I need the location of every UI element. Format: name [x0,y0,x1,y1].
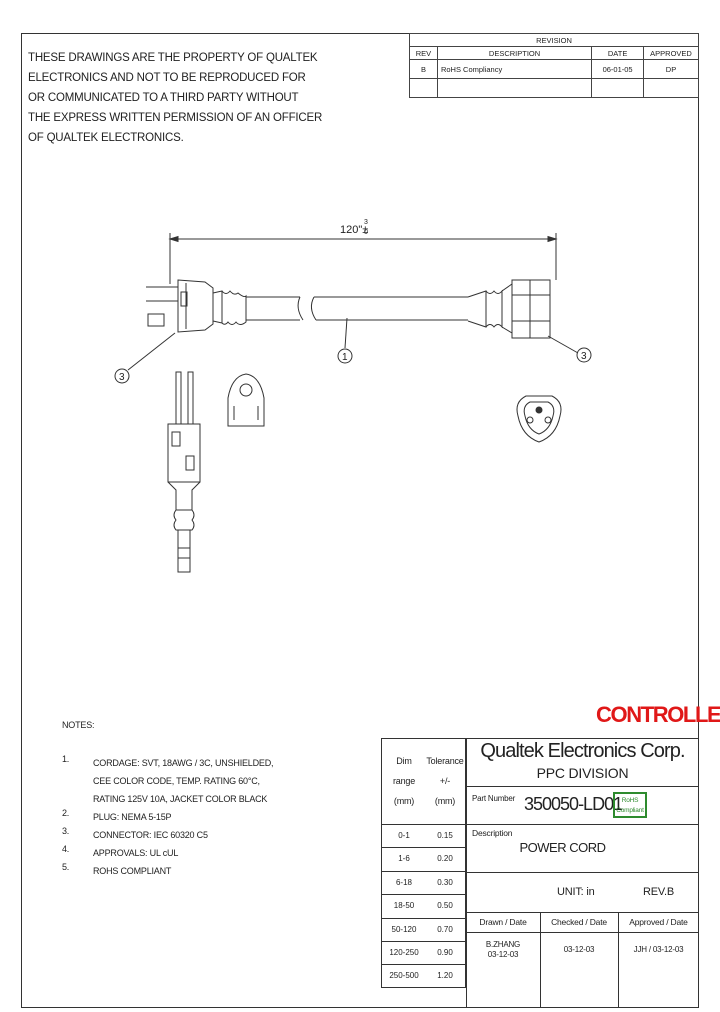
tolerance-row: 120-250 0.90 [381,941,466,965]
tol-header-dim: Dim [396,756,412,766]
part-number: 350050-LD01 [524,794,623,814]
length-dimension: 120"± [340,224,368,236]
tolerance-range: 18-50 [393,901,415,911]
rev-cell-description [436,78,593,98]
tolerance-value: 1.20 [437,971,453,981]
plug-side-view [146,279,468,333]
division-name: PPC DIVISION [536,765,629,781]
tolerance-value: 0.30 [437,877,453,887]
note-number: 4. [62,844,70,854]
drawn-label: Drawn / Date [479,917,527,927]
tolerance-range: 0-1 [398,831,410,840]
notice-line: ELECTRONICS AND NOT TO BE REPRODUCED FOR [28,72,306,84]
revision-row [409,78,699,98]
note-text: APPROVALS: UL cUL [93,848,179,858]
drawn-date: 03-12-03 [487,950,519,959]
approved-label: Approved / Date [629,917,688,927]
tol-header-unit: (mm) [393,796,415,806]
revision-label: REV.B [643,886,675,898]
callout-label: 1 [342,352,348,363]
notice-line: OR COMMUNICATED TO A THIRD PARTY WITHOUT [28,92,299,104]
tol-header-tolerance: Tolerance [426,756,464,766]
rohs-badge-line: RoHS [621,797,639,804]
tol-header-unit: (mm) [434,796,456,806]
note-number: 5. [62,862,70,872]
plug-end-view [227,373,265,427]
note-number: 1. [62,754,70,764]
description-value: POWER CORD [519,840,607,855]
callout-bubble [337,348,353,364]
tolerance-range: 6-18 [395,877,412,887]
tolerance-range: 250-500 [389,971,419,981]
drawn-by: B.ZHANG [485,940,521,949]
length-tol-minus: 0 [364,229,368,236]
note-text: CEE COLOR CODE, TEMP. RATING 60°C, [93,776,260,786]
tolerance-value: 0.20 [437,854,453,864]
callout-label: 3 [119,372,125,383]
tolerance-range: 1-6 [398,854,410,864]
rohs-badge-line: Compliant [616,807,644,814]
checked-value: 03-12-03 [563,945,595,954]
notice-line: THE EXPRESS WRITTEN PERMISSION OF AN OFF… [28,112,323,124]
description-label: Description [472,828,513,838]
rohs-compliant-badge: RoHS Compliant [613,792,647,818]
note-text: CONNECTOR: IEC 60320 C5 [93,830,208,840]
tolerance-value: 0.70 [437,924,453,934]
property-notice: THESE DRAWINGS ARE THE PROPERTY OF QUALT… [28,48,322,148]
length-tol-plus: 3 [364,219,368,226]
notice-line: OF QUALTEK ELECTRONICS. [28,132,184,144]
tolerance-range: 120-250 [389,948,419,957]
note-text: PLUG: NEMA 5-15P [93,812,172,822]
connector-side-view [467,279,551,339]
note-number: 3. [62,826,70,836]
part-number-label: Part Number [472,794,516,803]
connector-face-view [516,395,562,443]
revision-table: REVISION REV DESCRIPTION DATE APPROVED B… [409,33,699,98]
plug-front-view [167,371,201,573]
tolerance-row: 250-500 1.20 [381,964,466,988]
callout-bubble [576,347,592,363]
approved-value: JJH / 03-12-03 [633,945,684,954]
tolerance-value: 0.90 [437,948,453,957]
tolerance-row: 1-6 0.20 [381,847,466,871]
note-text: CORDAGE: SVT, 18AWG / 3C, UNSHIELDED, [93,758,274,768]
note-number: 2. [62,808,70,818]
tolerance-row: 0-1 0.15 [381,824,466,848]
tolerance-row: 6-18 0.30 [381,870,466,895]
power-cord-drawing: 120"± 3 0 3 1 3 [114,219,592,573]
tolerance-range: 50-120 [391,924,417,934]
drawing-border [21,33,699,1008]
notes-title: NOTES: [62,720,95,730]
notice-line: THESE DRAWINGS ARE THE PROPERTY OF QUALT… [28,52,318,64]
callout-label: 3 [581,351,587,362]
drawn-value: B.ZHANG 03-12-03 [466,940,540,960]
callout-bubble [114,368,130,384]
tol-header-plusminus: +/- [439,776,451,786]
tolerance-row: 18-50 0.50 [381,894,466,918]
rev-cell-approved [643,78,699,98]
tol-header-range: range [392,776,416,786]
note-text: ROHS COMPLIANT [93,866,172,876]
tolerance-row: 50-120 0.70 [381,917,466,941]
company-name: Qualtek Electronics Corp. [480,740,685,762]
unit-label: UNIT: in [557,886,595,898]
note-text: RATING 125V 10A, JACKET COLOR BLACK [93,794,268,804]
tolerance-value: 0.15 [437,831,453,840]
tolerance-value: 0.50 [437,901,453,911]
checked-label: Checked / Date [551,917,607,927]
